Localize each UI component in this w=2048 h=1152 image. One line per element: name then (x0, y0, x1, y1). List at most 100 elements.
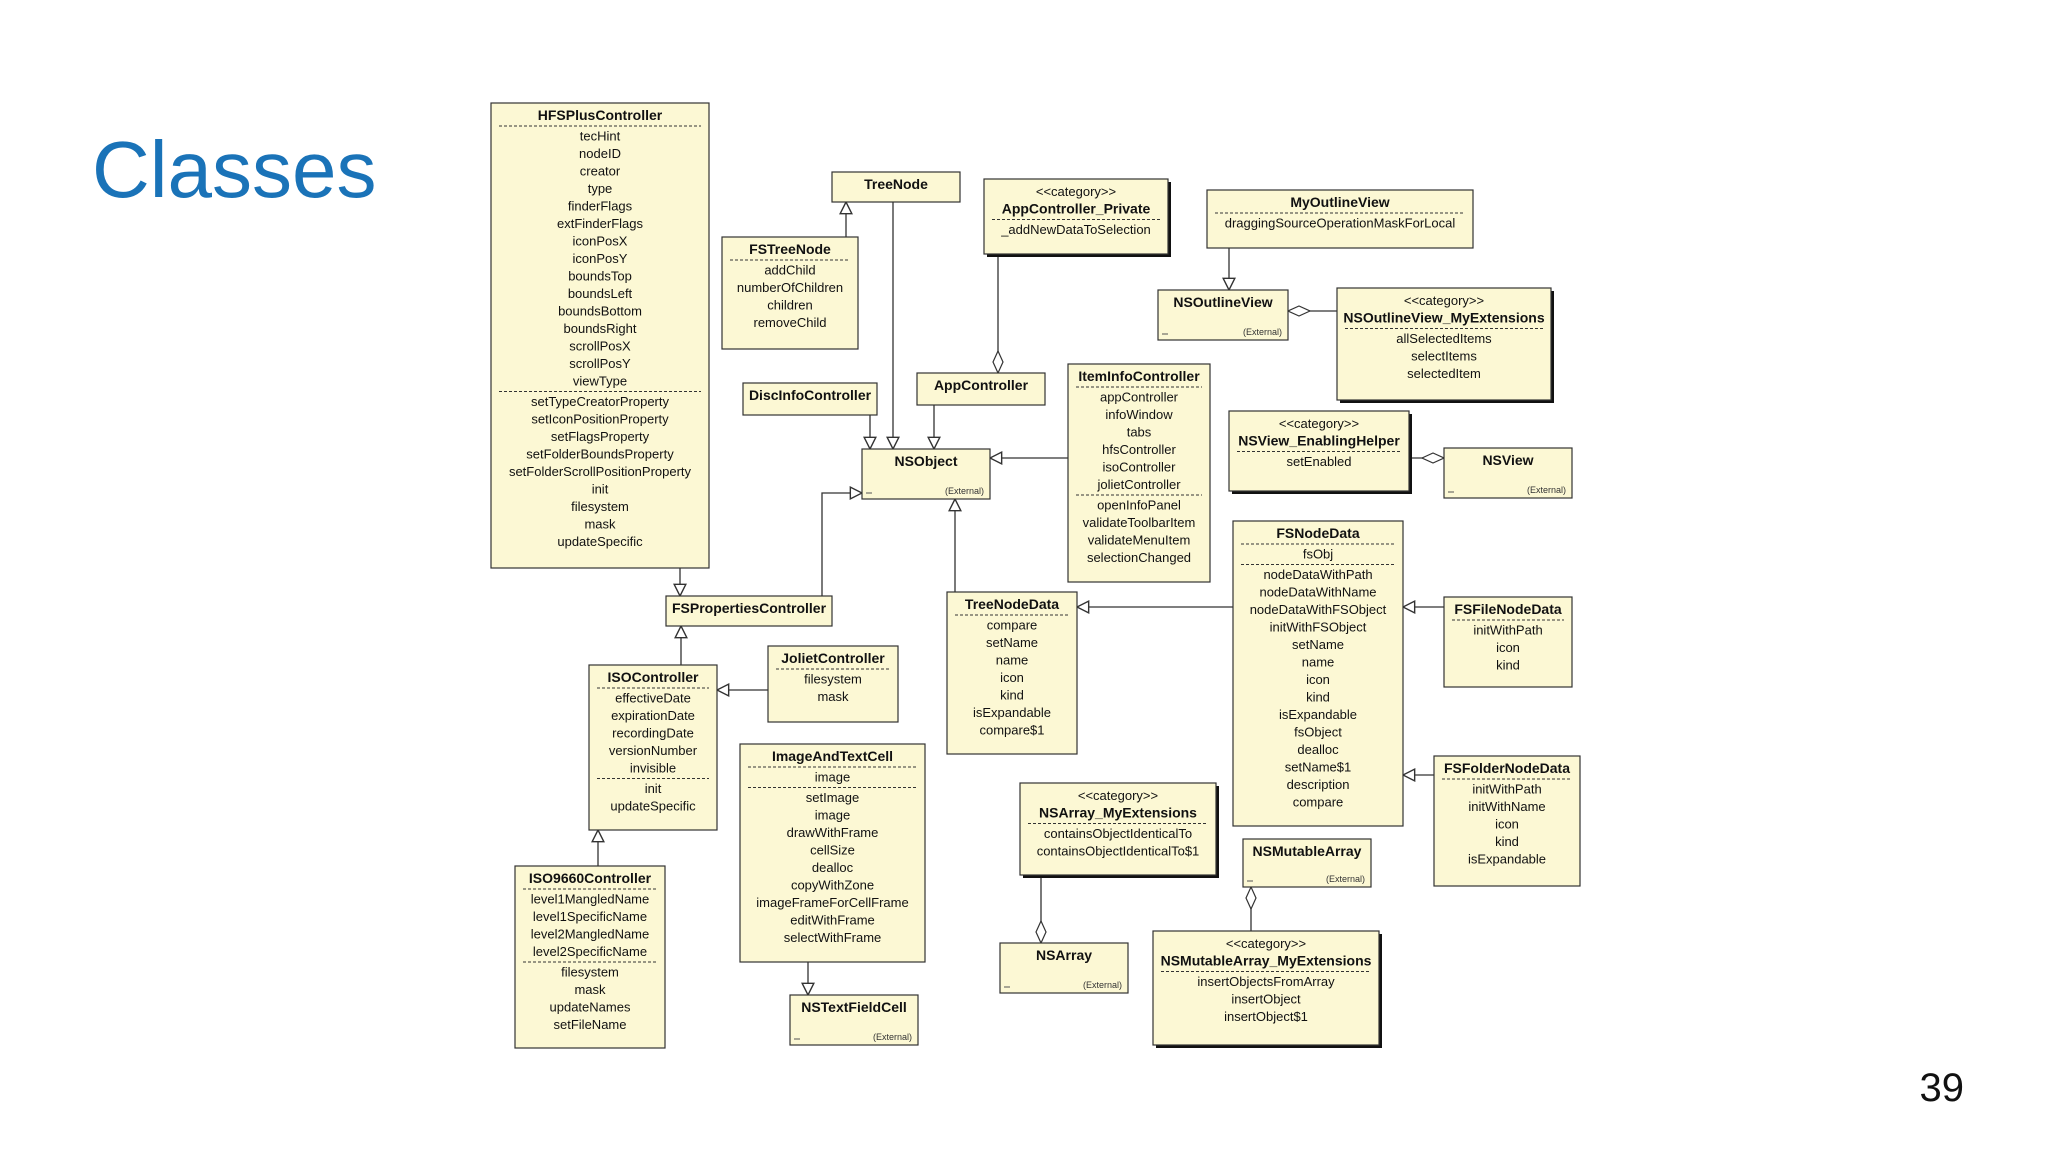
class-member: effectiveDate (615, 691, 691, 706)
class-member: addChild (764, 263, 815, 278)
class-member: level2SpecificName (533, 944, 647, 959)
external-label: (External) (873, 1032, 912, 1042)
class-member: jolietController (1096, 477, 1181, 492)
class-member: insertObject (1231, 992, 1301, 1007)
class-member: setName (1292, 637, 1344, 652)
class-member: setName (986, 635, 1038, 650)
class-member: image (815, 770, 850, 785)
class-name: NSObject (894, 453, 957, 469)
class-box: NSObject(External) (861, 448, 991, 500)
class-box: ISOControllereffectiveDateexpirationDate… (588, 664, 718, 831)
class-box-frame (861, 448, 991, 500)
class-member: iconPosY (573, 251, 628, 266)
class-box-frame (946, 591, 1078, 755)
class-name: ISO9660Controller (529, 870, 652, 886)
class-member: validateMenuItem (1088, 533, 1191, 548)
class-box: FSFolderNodeDatainitWithPathinitWithName… (1433, 755, 1581, 887)
class-member: name (996, 653, 1029, 668)
class-member: isExpandable (973, 705, 1051, 720)
class-name: AppController (934, 377, 1029, 393)
class-member: containsObjectIdenticalTo$1 (1037, 844, 1200, 859)
class-box-frame (514, 865, 666, 1049)
class-box-frame (983, 178, 1169, 255)
class-member: scrollPosY (569, 356, 631, 371)
class-member: nodeDataWithName (1259, 585, 1376, 600)
class-member: initWithPath (1473, 623, 1542, 638)
class-member: selectedItem (1407, 366, 1481, 381)
class-box-frame (916, 372, 1046, 406)
class-member: type (588, 181, 613, 196)
class-box: NSArray(External) (999, 942, 1129, 994)
class-member: openInfoPanel (1097, 498, 1181, 513)
class-box-frame (831, 171, 961, 203)
class-box-frame (1019, 782, 1217, 876)
class-member: level1MangledName (531, 892, 650, 907)
class-member: setTypeCreatorProperty (531, 394, 670, 409)
class-box: TreeNode (831, 171, 961, 203)
class-member: drawWithFrame (787, 825, 879, 840)
class-member: extFinderFlags (557, 216, 643, 231)
class-member: nodeID (579, 146, 621, 161)
class-box: NSView(External) (1443, 447, 1573, 499)
class-member: filesystem (571, 499, 629, 514)
class-member: kind (1306, 690, 1330, 705)
class-box-frame (999, 942, 1129, 994)
class-box-frame (1206, 189, 1474, 249)
class-name: NSOutlineView_MyExtensions (1343, 310, 1544, 326)
class-name: FSNodeData (1276, 525, 1359, 541)
class-box: FSNodeDatafsObjnodeDataWithPathnodeDataW… (1232, 520, 1404, 827)
class-member: versionNumber (609, 743, 698, 758)
class-box-frame (1242, 838, 1372, 888)
class-member: initWithFSObject (1270, 620, 1367, 635)
class-member: description (1287, 777, 1350, 792)
class-member: isoController (1103, 460, 1177, 475)
class-member: icon (1496, 640, 1520, 655)
class-member: setName$1 (1285, 760, 1351, 775)
class-member: isExpandable (1279, 707, 1357, 722)
class-member: setEnabled (1286, 454, 1351, 469)
class-member: setFlagsProperty (551, 429, 650, 444)
class-box: TreeNodeDatacomparesetNamenameiconkindis… (946, 591, 1078, 755)
class-name: NSView_EnablingHelper (1238, 433, 1400, 449)
class-member: updateSpecific (557, 534, 643, 549)
external-label: (External) (1527, 485, 1566, 495)
class-member: mask (817, 689, 849, 704)
class-member: compare (987, 618, 1038, 633)
relations-layer (598, 202, 1444, 995)
class-member: kind (1495, 834, 1519, 849)
class-member: setImage (806, 790, 859, 805)
class-member: nodeDataWithFSObject (1250, 602, 1387, 617)
class-member: filesystem (804, 672, 862, 687)
class-member: isExpandable (1468, 852, 1546, 867)
class-box-frame (665, 595, 833, 627)
class-name: NSOutlineView (1173, 294, 1272, 310)
class-box-frame (1443, 447, 1573, 499)
class-member: compare$1 (979, 723, 1044, 738)
stereotype-label: <<category>> (1279, 416, 1359, 431)
class-member: boundsRight (564, 321, 637, 336)
class-box: FSPropertiesController (665, 595, 833, 627)
class-name: FSFileNodeData (1454, 601, 1562, 617)
class-member: updateSpecific (610, 799, 696, 814)
class-member: name (1302, 655, 1335, 670)
class-box-frame (742, 382, 878, 416)
class-box: <<category>>AppController_Private_addNew… (983, 178, 1171, 257)
class-member: boundsLeft (568, 286, 633, 301)
class-member: fsObj (1303, 547, 1333, 562)
stereotype-label: <<category>> (1078, 788, 1158, 803)
class-name: NSMutableArray (1253, 843, 1362, 859)
class-member: iconPosX (573, 234, 628, 249)
class-name: FSPropertiesController (672, 600, 827, 616)
class-box: DiscInfoController (742, 382, 878, 416)
class-member: scrollPosX (569, 339, 631, 354)
class-box: NSOutlineView(External) (1157, 289, 1289, 341)
class-box: AppController (916, 372, 1046, 406)
stereotype-label: <<category>> (1226, 936, 1306, 951)
class-member: compare (1293, 795, 1344, 810)
class-member: init (645, 781, 662, 796)
class-member: mask (574, 982, 606, 997)
class-member: selectionChanged (1087, 550, 1191, 565)
class-member: icon (1000, 670, 1024, 685)
class-name: FSTreeNode (749, 241, 831, 257)
